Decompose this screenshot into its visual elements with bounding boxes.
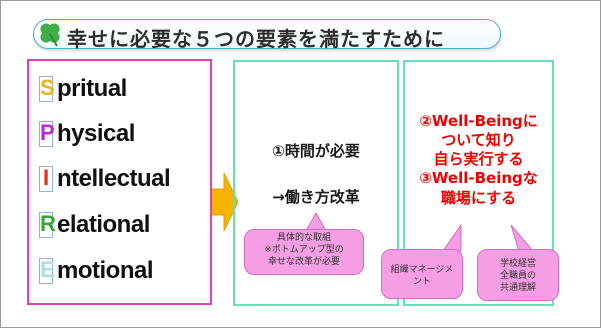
spire-word: hysical [57, 120, 135, 147]
right-arrow-icon [212, 173, 238, 231]
work-reform-text: →働き方改革 [272, 188, 360, 206]
well-being-line: ③Well-Beingな [419, 169, 538, 187]
well-being-line: 職場にする [440, 189, 517, 207]
spire-letter: I [39, 166, 53, 192]
callout-line: 全職員の [499, 271, 536, 281]
spire-row-intellectual: I ntellectual [39, 162, 171, 196]
well-being-line: 自ら実行する [433, 150, 524, 168]
title-banner [33, 19, 501, 49]
callout-line: 組織マネージメ [390, 265, 454, 275]
callout-line: ント [412, 277, 431, 287]
well-being-box: ②Well-Beingに ついて知り 自ら実行する ③Well-Beingな 職… [403, 60, 554, 306]
spire-letter: E [39, 257, 55, 284]
well-being-line: ついて知り [441, 131, 516, 149]
spire-row-spiritual: S pritual [39, 72, 127, 106]
management-callout: 組織マネージメ ント [381, 249, 463, 299]
callout-line: 共通理解 [499, 283, 536, 293]
page-title: 幸せに必要な５つの要素を満たすために [67, 27, 445, 51]
spire-word: elational [57, 211, 150, 238]
spire-row-physical: P hysical [39, 117, 135, 151]
spire-letter: S [39, 75, 55, 102]
time-reform-box: ①時間が必要 →働き方改革 [233, 60, 399, 306]
spire-row-relational: R elational [39, 208, 150, 242]
spire-letter: R [39, 211, 56, 238]
callout-line: 具体的な取組 [276, 233, 331, 243]
spire-word: motional [57, 257, 154, 284]
callout-line: ※ボトムアップ型の [264, 245, 344, 255]
spire-word: ntellectual [57, 165, 171, 192]
school-management-callout: 学校経営 全職員の 共通理解 [477, 249, 559, 301]
spire-word: pritual [57, 75, 127, 102]
callout-line: 学校経営 [499, 259, 536, 269]
four-leaf-clover-icon [40, 23, 60, 47]
well-being-line: ②Well-Beingに [419, 112, 538, 130]
concrete-effort-callout: 具体的な取組 ※ボトムアップ型の 幸せな改革が必要 [244, 229, 364, 275]
time-needed-text: ①時間が必要 [272, 142, 360, 160]
spire-letter: P [39, 120, 55, 147]
spire-box: S pritual P hysical I ntellectual R elat… [27, 59, 212, 305]
spire-row-emotional: E motional [39, 254, 154, 288]
callout-line: 幸せな改革が必要 [267, 257, 340, 267]
